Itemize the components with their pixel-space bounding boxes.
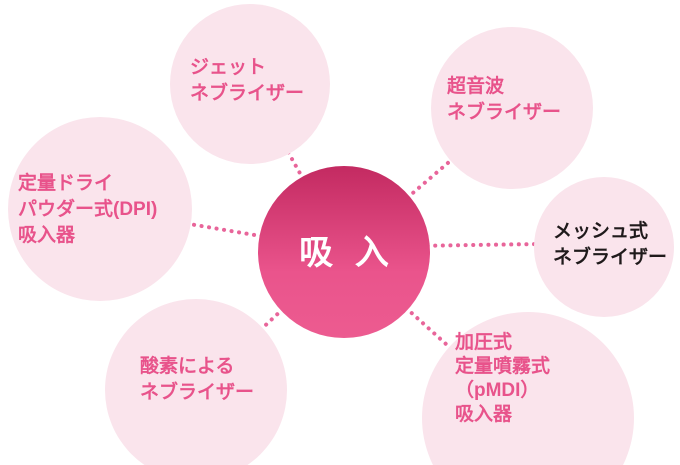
node-pmdi-inhaler-label: 加圧式 定量噴霧式 （pMDI） 吸入器 [455,331,550,427]
node-oxygen-nebulizer: 酸素による ネブライザー [105,299,287,465]
label-line: 定量噴霧式 [455,356,551,377]
node-jet-nebulizer-label: ジェット ネブライザー [190,55,304,107]
label-line: メッシュ式 [553,221,649,242]
node-mesh-nebulizer-label: メッシュ式 ネブライザー [553,219,667,271]
node-mesh-nebulizer: メッシュ式 ネブライザー [534,177,674,317]
node-oxygen-nebulizer-label: 酸素による ネブライザー [140,354,254,406]
label-line: 超音波 [447,76,505,97]
label-line: ジェット [190,57,267,78]
center-node-label: 吸 入 [299,233,395,272]
label-line: 定量ドライ [18,173,114,194]
node-ultrasonic-nebulizer: 超音波 ネブライザー [431,27,593,189]
node-ultrasonic-nebulizer-label: 超音波 ネブライザー [447,74,561,126]
label-line: パウダー式(DPI) [18,199,158,220]
label-line: 加圧式 [455,332,513,353]
label-line: ネブライザー [190,83,305,104]
label-line: ネブライザー [553,247,668,268]
label-line: ネブライザー [447,102,562,123]
connector-mesh-nebulizer [342,241,606,249]
node-dpi-inhaler-label: 定量ドライ パウダー式(DPI) 吸入器 [18,171,157,249]
label-line: （pMDI） [455,380,540,401]
label-line: 酸素による [140,356,235,377]
label-line: 吸入器 [455,404,513,425]
label-line: ネブライザー [140,382,255,403]
center-node-inhalation: 吸 入 [258,166,430,338]
node-jet-nebulizer: ジェット ネブライザー [170,4,330,164]
label-line: 吸入器 [18,225,76,246]
node-dpi-inhaler: 定量ドライ パウダー式(DPI) 吸入器 [8,117,192,301]
